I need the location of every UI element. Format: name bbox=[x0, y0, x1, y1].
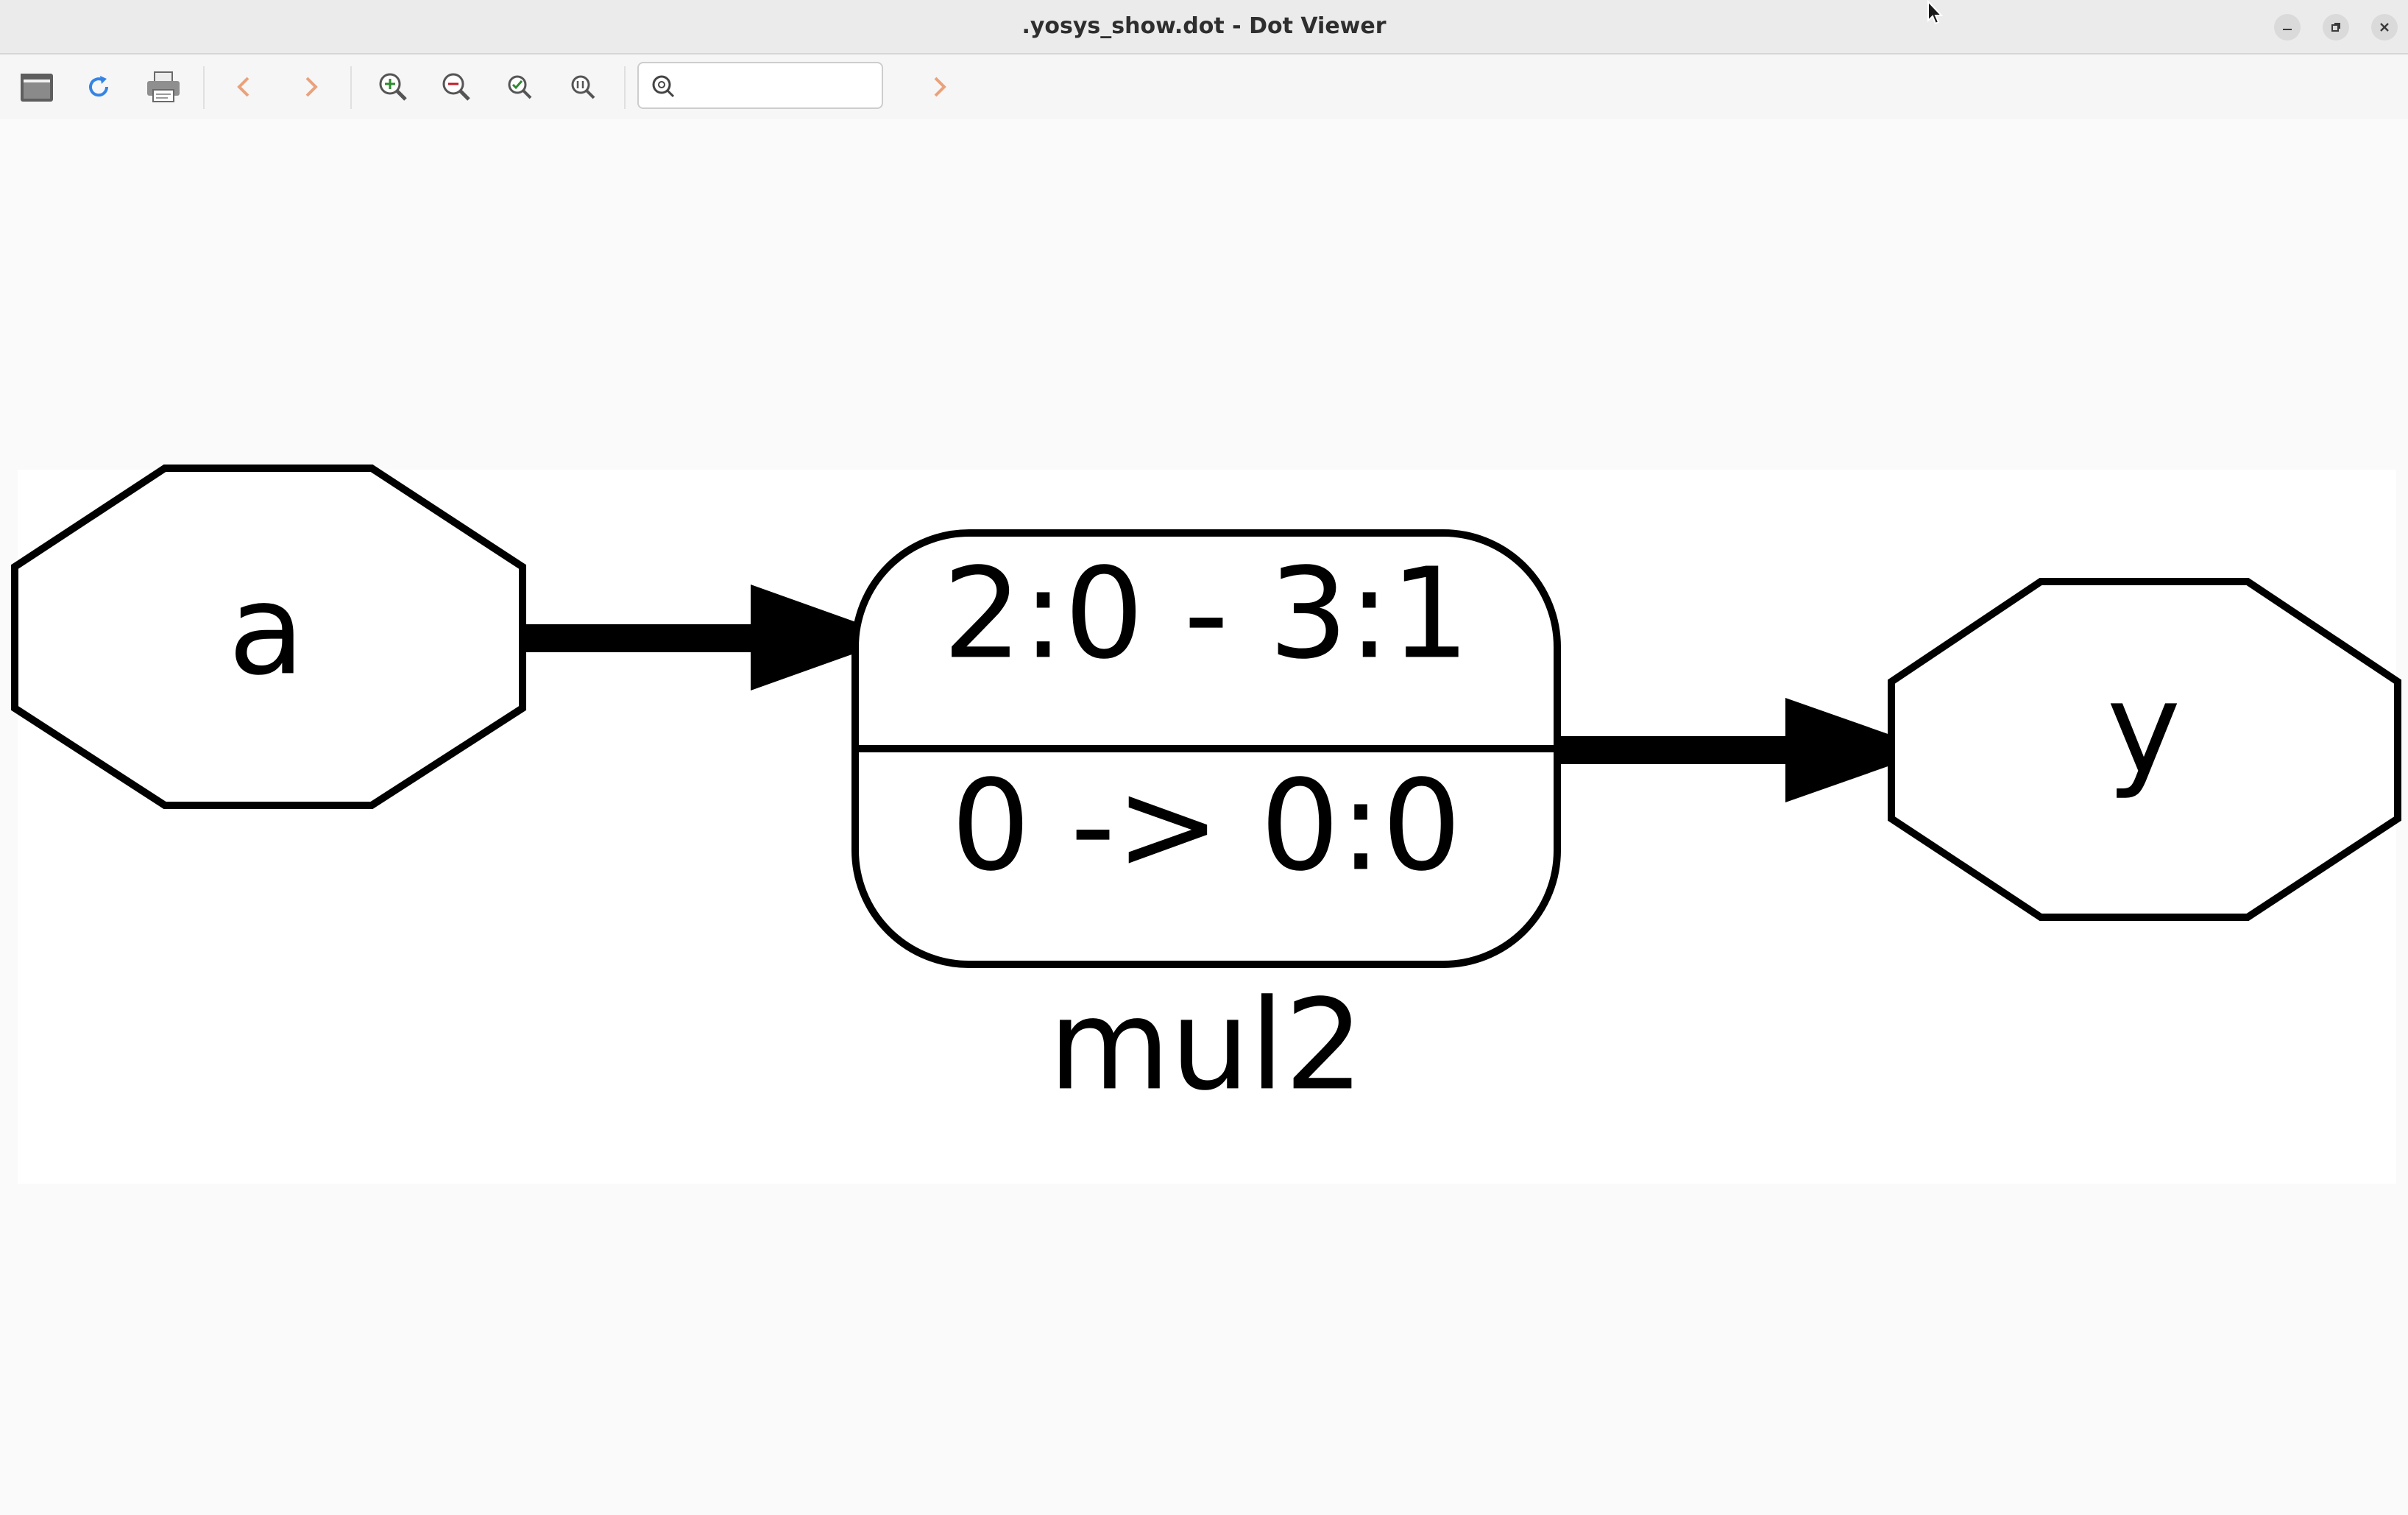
refresh-icon bbox=[89, 76, 109, 97]
edge-a-arrowhead bbox=[751, 585, 899, 691]
back-button[interactable] bbox=[222, 65, 266, 109]
zoom-in-icon bbox=[379, 73, 407, 101]
zoom-out-icon bbox=[442, 73, 470, 101]
zoom-in-button[interactable] bbox=[371, 65, 415, 109]
zoom-out-button[interactable] bbox=[434, 65, 478, 109]
find-next-button[interactable] bbox=[917, 65, 961, 109]
chevron-right-icon bbox=[305, 77, 318, 97]
reload-button[interactable] bbox=[77, 65, 121, 109]
search-input[interactable] bbox=[683, 68, 877, 105]
node-a[interactable]: a bbox=[11, 465, 526, 809]
toolbar-separator bbox=[624, 66, 626, 109]
search-icon bbox=[652, 75, 675, 98]
graph-canvas[interactable]: a 2:0 - 3:1 0 -> 0:0 mul2 y bbox=[0, 119, 2408, 1515]
window-title: .yosys_show.dot - Dot Viewer bbox=[1021, 13, 1387, 39]
toolbar-separator bbox=[350, 66, 352, 109]
cell-top-label: 2:0 - 3:1 bbox=[943, 541, 1470, 687]
edge-a-line bbox=[521, 624, 757, 652]
open-button[interactable] bbox=[15, 65, 59, 109]
node-a-label: a bbox=[228, 557, 305, 703]
minimize-icon bbox=[2283, 29, 2292, 30]
mouse-cursor-icon bbox=[1927, 0, 1943, 25]
close-icon bbox=[2380, 23, 2389, 32]
cell-bottom-label: 0 -> 0:0 bbox=[951, 753, 1462, 899]
chevron-right-icon bbox=[934, 77, 946, 97]
folder-icon bbox=[21, 74, 53, 102]
chevron-left-icon bbox=[237, 77, 249, 97]
node-mul2-cell[interactable]: 2:0 - 3:1 0 -> 0:0 bbox=[851, 529, 1561, 968]
toolbar-separator bbox=[203, 66, 205, 109]
node-y[interactable]: y bbox=[1888, 578, 2401, 921]
edge-y-arrowhead bbox=[1785, 698, 1934, 802]
edge-a-to-cell bbox=[521, 585, 899, 691]
zoom-100-icon bbox=[571, 75, 595, 99]
node-a-shape bbox=[11, 465, 526, 809]
close-button[interactable] bbox=[2371, 14, 2398, 40]
minimize-button[interactable] bbox=[2274, 14, 2301, 40]
print-button[interactable] bbox=[141, 65, 185, 109]
maximize-button[interactable] bbox=[2323, 14, 2349, 40]
cluster-label: mul2 bbox=[1049, 972, 1364, 1118]
forward-button[interactable] bbox=[288, 65, 333, 109]
edge-cell-to-y bbox=[1554, 698, 1934, 802]
edge-y-line bbox=[1554, 736, 1793, 764]
search-field[interactable] bbox=[637, 62, 883, 109]
node-y-shape bbox=[1888, 578, 2401, 921]
maximize-icon bbox=[2331, 23, 2340, 32]
toolbar bbox=[0, 54, 2408, 119]
zoom-fit-button[interactable] bbox=[497, 65, 542, 109]
graph-svg: a 2:0 - 3:1 0 -> 0:0 mul2 y bbox=[11, 465, 2401, 1184]
zoom-fit-icon bbox=[508, 75, 532, 99]
zoom-100-button[interactable] bbox=[561, 65, 605, 109]
node-y-label: y bbox=[2107, 656, 2181, 802]
title-bar: .yosys_show.dot - Dot Viewer bbox=[0, 0, 2408, 54]
printer-icon bbox=[147, 71, 180, 102]
